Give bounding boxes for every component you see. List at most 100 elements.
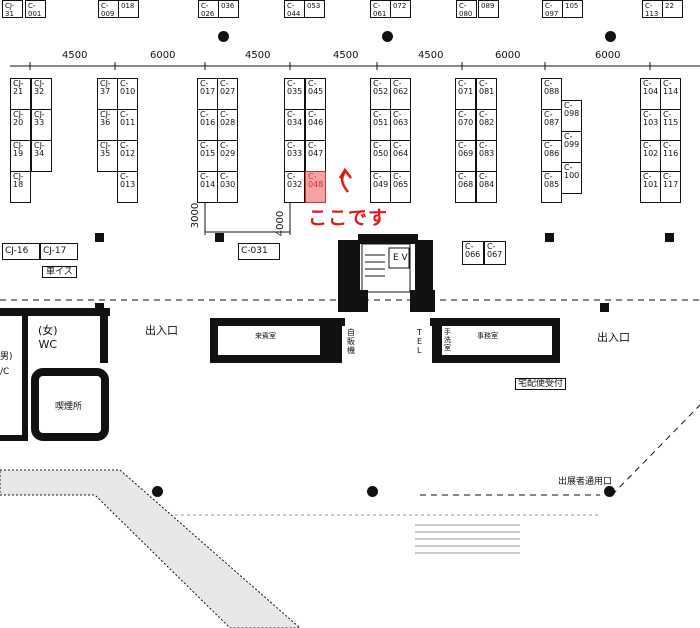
booth-c-035[interactable]: C- 035 xyxy=(284,78,305,110)
top-strip-booth[interactable]: 105 xyxy=(562,0,583,18)
top-strip-booth[interactable]: CJ-31 xyxy=(2,0,23,18)
booth-c-030[interactable]: C- 030 xyxy=(217,171,238,203)
booth-cj-35[interactable]: CJ- 35 xyxy=(97,140,118,172)
booth-c-114[interactable]: C- 114 xyxy=(660,78,681,110)
booth-c-033[interactable]: C- 033 xyxy=(284,140,305,172)
booth-c-088[interactable]: C- 088 xyxy=(541,78,562,110)
booth-c-085[interactable]: C- 085 xyxy=(541,171,562,203)
booth-cj17[interactable]: CJ-17 xyxy=(40,243,78,260)
booth-c-115[interactable]: C- 115 xyxy=(660,109,681,141)
booth-c-050[interactable]: C- 050 xyxy=(370,140,391,172)
partial-label: /C xyxy=(0,367,10,377)
booth-c-081[interactable]: C- 081 xyxy=(476,78,497,110)
booth-c-069[interactable]: C- 069 xyxy=(455,140,476,172)
pillar-marker xyxy=(367,486,378,497)
booth-c-070[interactable]: C- 070 xyxy=(455,109,476,141)
booth-c-045[interactable]: C- 045 xyxy=(305,78,326,110)
booth-c-052[interactable]: C- 052 xyxy=(370,78,391,110)
ev-label: E V xyxy=(393,253,408,263)
dimension-label: 6000 xyxy=(495,50,521,61)
booth-c-101[interactable]: C- 101 xyxy=(640,171,661,203)
booth-c-083[interactable]: C- 083 xyxy=(476,140,497,172)
womens-wc-label: (女) WC xyxy=(38,324,58,351)
top-strip-booth[interactable]: C-097 xyxy=(542,0,563,18)
booth-c-012[interactable]: C- 012 xyxy=(117,140,138,172)
top-strip-booth[interactable]: C-009 xyxy=(98,0,119,18)
booth-c-010[interactable]: C- 010 xyxy=(117,78,138,110)
pillar-marker xyxy=(382,31,393,42)
booth-c-064[interactable]: C- 064 xyxy=(390,140,411,172)
booth-cj-21[interactable]: CJ- 21 xyxy=(10,78,31,110)
booth-c067[interactable]: C-067 xyxy=(484,241,506,265)
top-strip-booth[interactable]: 22 xyxy=(662,0,683,18)
booth-c-013[interactable]: C- 013 xyxy=(117,171,138,203)
booth-c-102[interactable]: C- 102 xyxy=(640,140,661,172)
booth-c-015[interactable]: C- 015 xyxy=(197,140,218,172)
exit-label-left: 出入口 xyxy=(145,324,178,337)
booth-c-086[interactable]: C- 086 xyxy=(541,140,562,172)
booth-c-071[interactable]: C- 071 xyxy=(455,78,476,110)
booth-c-051[interactable]: C- 051 xyxy=(370,109,391,141)
booth-c-087[interactable]: C- 087 xyxy=(541,109,562,141)
pillar-marker xyxy=(605,31,616,42)
top-strip-booth[interactable]: C-026 xyxy=(198,0,219,18)
booth-cj-32[interactable]: CJ- 32 xyxy=(31,78,52,110)
booth-c-104[interactable]: C- 104 xyxy=(640,78,661,110)
booth-cj-36[interactable]: CJ- 36 xyxy=(97,109,118,141)
booth-c-062[interactable]: C- 062 xyxy=(390,78,411,110)
tel-label: T E L xyxy=(417,328,423,355)
booth-c-068[interactable]: C- 068 xyxy=(455,171,476,203)
top-strip-booth[interactable]: C-001 xyxy=(25,0,46,18)
column-square xyxy=(600,303,609,312)
top-strip-booth[interactable]: C-080 xyxy=(456,0,477,18)
top-strip-booth[interactable]: 018 xyxy=(118,0,139,18)
booth-cj-18[interactable]: CJ- 18 xyxy=(10,171,31,203)
dimension-label: 4500 xyxy=(333,50,359,61)
top-strip-booth[interactable]: 036 xyxy=(218,0,239,18)
top-strip-booth[interactable]: C-061 xyxy=(370,0,391,18)
booth-cj-34[interactable]: CJ- 34 xyxy=(31,140,52,172)
highlight-callout: ここです xyxy=(308,207,389,229)
booth-c-034[interactable]: C- 034 xyxy=(284,109,305,141)
booth-c-029[interactable]: C- 029 xyxy=(217,140,238,172)
top-strip-booth[interactable]: 089 xyxy=(478,0,499,18)
booth-c-046[interactable]: C- 046 xyxy=(305,109,326,141)
booth-c-063[interactable]: C- 063 xyxy=(390,109,411,141)
booth-cj-20[interactable]: CJ- 20 xyxy=(10,109,31,141)
dimension-label-vertical: 3000 xyxy=(190,202,202,229)
booth-c066[interactable]: C-066 xyxy=(462,241,484,265)
booth-c-028[interactable]: C- 028 xyxy=(217,109,238,141)
dimension-label: 4500 xyxy=(418,50,444,61)
booth-cj16[interactable]: CJ-16 xyxy=(2,243,40,260)
booth-c-099[interactable]: C- 099 xyxy=(561,131,582,163)
booth-c-098[interactable]: C- 098 xyxy=(561,100,582,132)
top-strip-booth[interactable]: 053 xyxy=(304,0,325,18)
booth-c-011[interactable]: C- 011 xyxy=(117,109,138,141)
booth-c-116[interactable]: C- 116 xyxy=(660,140,681,172)
booth-c-100[interactable]: C- 100 xyxy=(561,162,582,194)
booth-c-103[interactable]: C- 103 xyxy=(640,109,661,141)
booth-c-048[interactable]: C- 048 xyxy=(305,171,326,203)
booth-c-082[interactable]: C- 082 xyxy=(476,109,497,141)
booth-cj-19[interactable]: CJ- 19 xyxy=(10,140,31,172)
booth-c-084[interactable]: C- 084 xyxy=(476,171,497,203)
booth-c-047[interactable]: C- 047 xyxy=(305,140,326,172)
booth-c-014[interactable]: C- 014 xyxy=(197,171,218,203)
booth-c-027[interactable]: C- 027 xyxy=(217,78,238,110)
booth-cj-37[interactable]: CJ- 37 xyxy=(97,78,118,110)
booth-c-032[interactable]: C- 032 xyxy=(284,171,305,203)
dimension-label: 6000 xyxy=(150,50,176,61)
top-strip-booth[interactable]: C-044 xyxy=(284,0,305,18)
exhibitor-entrance-label: 出展者通用口 xyxy=(558,477,613,487)
top-strip-booth[interactable]: C-113 xyxy=(642,0,663,18)
booth-c-117[interactable]: C- 117 xyxy=(660,171,681,203)
booth-c-017[interactable]: C- 017 xyxy=(197,78,218,110)
delivery-desk-label: 宅配便受付 xyxy=(515,378,567,390)
booth-c031[interactable]: C-031 xyxy=(238,243,280,260)
booth-cj-33[interactable]: CJ- 33 xyxy=(31,109,52,141)
booth-c-016[interactable]: C- 016 xyxy=(197,109,218,141)
booth-c-049[interactable]: C- 049 xyxy=(370,171,391,203)
top-strip-booth[interactable]: 072 xyxy=(390,0,411,18)
booth-c-065[interactable]: C- 065 xyxy=(390,171,411,203)
dimension-label: 4500 xyxy=(245,50,271,61)
